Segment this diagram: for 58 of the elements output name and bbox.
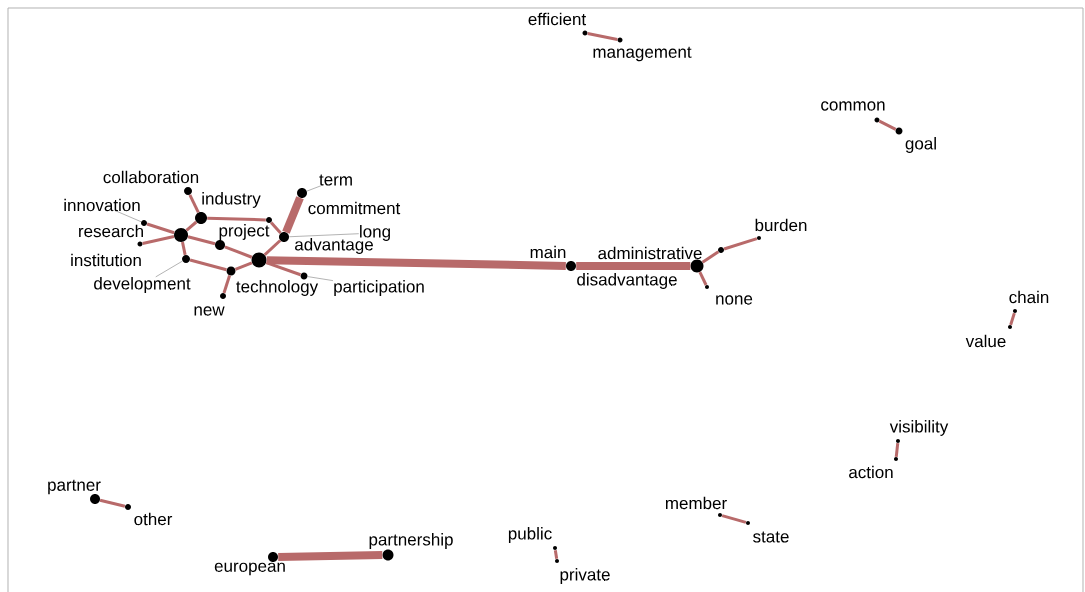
word-label: private	[560, 568, 610, 584]
edge-line	[224, 245, 253, 259]
word-label: management	[593, 46, 692, 62]
edge-line	[721, 514, 747, 524]
edge-line	[188, 194, 200, 214]
word-label: public	[508, 527, 552, 543]
word-label: chain	[1009, 290, 1049, 304]
word-label: partnership	[369, 533, 453, 549]
word-label: visibility	[889, 420, 949, 436]
word-label: partner	[48, 479, 101, 495]
word-label: european	[214, 562, 285, 576]
word-label: term	[319, 174, 352, 186]
edge-line	[1009, 312, 1016, 326]
word-label: institution	[71, 253, 141, 267]
word-label: burden	[755, 218, 807, 232]
edge-line	[265, 261, 302, 277]
word-label: efficient	[528, 12, 586, 26]
edge-line	[587, 32, 618, 41]
word-label: research	[79, 224, 143, 238]
word-label: commitment	[308, 201, 401, 215]
edge-line	[878, 119, 897, 131]
edge-line	[723, 237, 758, 251]
edge-line	[701, 250, 720, 264]
edge-line	[222, 275, 231, 294]
word-label: administrative	[598, 246, 702, 260]
word-label: none	[716, 295, 753, 305]
word-label: state	[753, 531, 789, 543]
edge-line	[189, 258, 227, 272]
edge-line	[146, 222, 175, 235]
word-label: participation	[334, 280, 424, 296]
word-label: disadvantage	[577, 273, 677, 289]
word-label: new	[194, 306, 225, 316]
edge-line	[270, 221, 282, 235]
word-label: value	[965, 334, 1006, 348]
word-label: common	[821, 101, 885, 111]
word-label: project	[219, 224, 270, 240]
edge-line	[187, 235, 216, 246]
word-label: other	[134, 512, 173, 526]
word-label: action	[849, 465, 893, 479]
edge-line	[894, 443, 900, 457]
edge-line	[553, 549, 559, 560]
word-label: main	[530, 245, 566, 259]
word-label: innovation	[64, 198, 140, 212]
word-label: member	[665, 496, 727, 510]
edge-line	[181, 241, 187, 256]
edge-line	[282, 196, 304, 234]
edge-line	[207, 216, 266, 222]
edge-line	[698, 271, 708, 286]
edge-line	[234, 261, 253, 271]
word-label: industry	[202, 192, 261, 208]
edge-line	[263, 239, 282, 256]
edge-line	[99, 498, 126, 508]
word-label: goal	[905, 137, 936, 153]
word-label: collaboration	[103, 170, 199, 184]
edge-line	[142, 235, 175, 245]
edge-line	[185, 220, 198, 232]
word-label: development	[94, 277, 191, 293]
word-label: technology	[236, 280, 319, 296]
